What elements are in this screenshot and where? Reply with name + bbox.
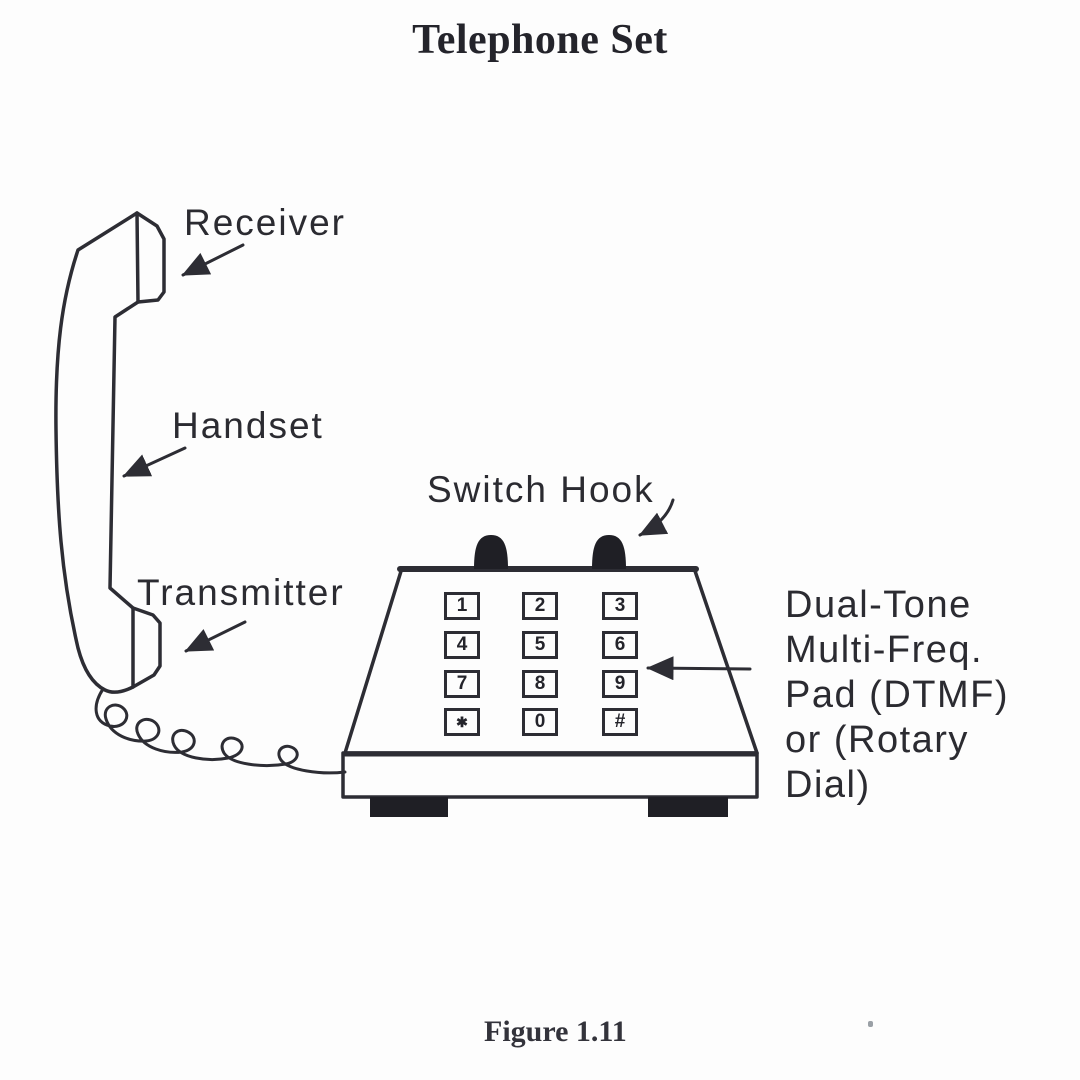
keypad-key-9: 9 <box>602 670 638 698</box>
transmitter-label: Transmitter <box>137 572 345 613</box>
scan-speck <box>868 1021 873 1027</box>
dtmf-label-line-1: Dual-Tone <box>785 584 972 626</box>
receiver-label: Receiver <box>184 202 346 243</box>
handset-outline <box>54 211 139 694</box>
keypad-key-star: ✱ <box>444 708 480 736</box>
base-foot-left <box>370 797 448 817</box>
handset-handle-edge <box>108 300 140 610</box>
keypad-key-5: 5 <box>522 631 558 659</box>
coiled-cord <box>94 687 347 775</box>
keypad: 1 2 3 4 5 6 7 8 9 ✱ 0 # <box>444 592 644 742</box>
handset-label: Handset <box>172 405 324 446</box>
dtmf-label-line-5: Dial) <box>785 764 871 806</box>
keypad-key-0: 0 <box>522 708 558 736</box>
keypad-key-7: 7 <box>444 670 480 698</box>
base-front-face <box>341 751 759 799</box>
keypad-key-2: 2 <box>522 592 558 620</box>
switch-hook-label: Switch Hook <box>427 469 655 510</box>
handset-earpiece <box>135 211 166 304</box>
dtmf-label: Dual-Tone Multi-Freq. Pad (DTMF) or (Rot… <box>785 583 1009 808</box>
keypad-key-6: 6 <box>602 631 638 659</box>
figure-caption: Figure 1.11 <box>484 1015 627 1048</box>
dtmf-label-line-2: Multi-Freq. <box>785 629 984 671</box>
keypad-key-4: 4 <box>444 631 480 659</box>
dtmf-label-line-4: or (Rotary <box>785 719 969 761</box>
keypad-key-8: 8 <box>522 670 558 698</box>
page-title: Telephone Set <box>412 17 668 63</box>
dtmf-label-line-3: Pad (DTMF) <box>785 674 1009 716</box>
handset-mouthpiece <box>131 606 162 689</box>
base-foot-right <box>648 797 728 817</box>
receiver-arrow <box>181 243 245 277</box>
dtmf-arrow <box>646 656 752 681</box>
transmitter-arrow <box>184 620 247 653</box>
switch-hook-arrow <box>638 498 675 537</box>
switch-hook-right-bump <box>592 535 626 569</box>
switch-hook-left-bump <box>474 535 508 569</box>
keypad-key-1: 1 <box>444 592 480 620</box>
keypad-key-3: 3 <box>602 592 638 620</box>
handset-arrow <box>122 446 187 478</box>
keypad-key-pound: # <box>602 708 638 736</box>
